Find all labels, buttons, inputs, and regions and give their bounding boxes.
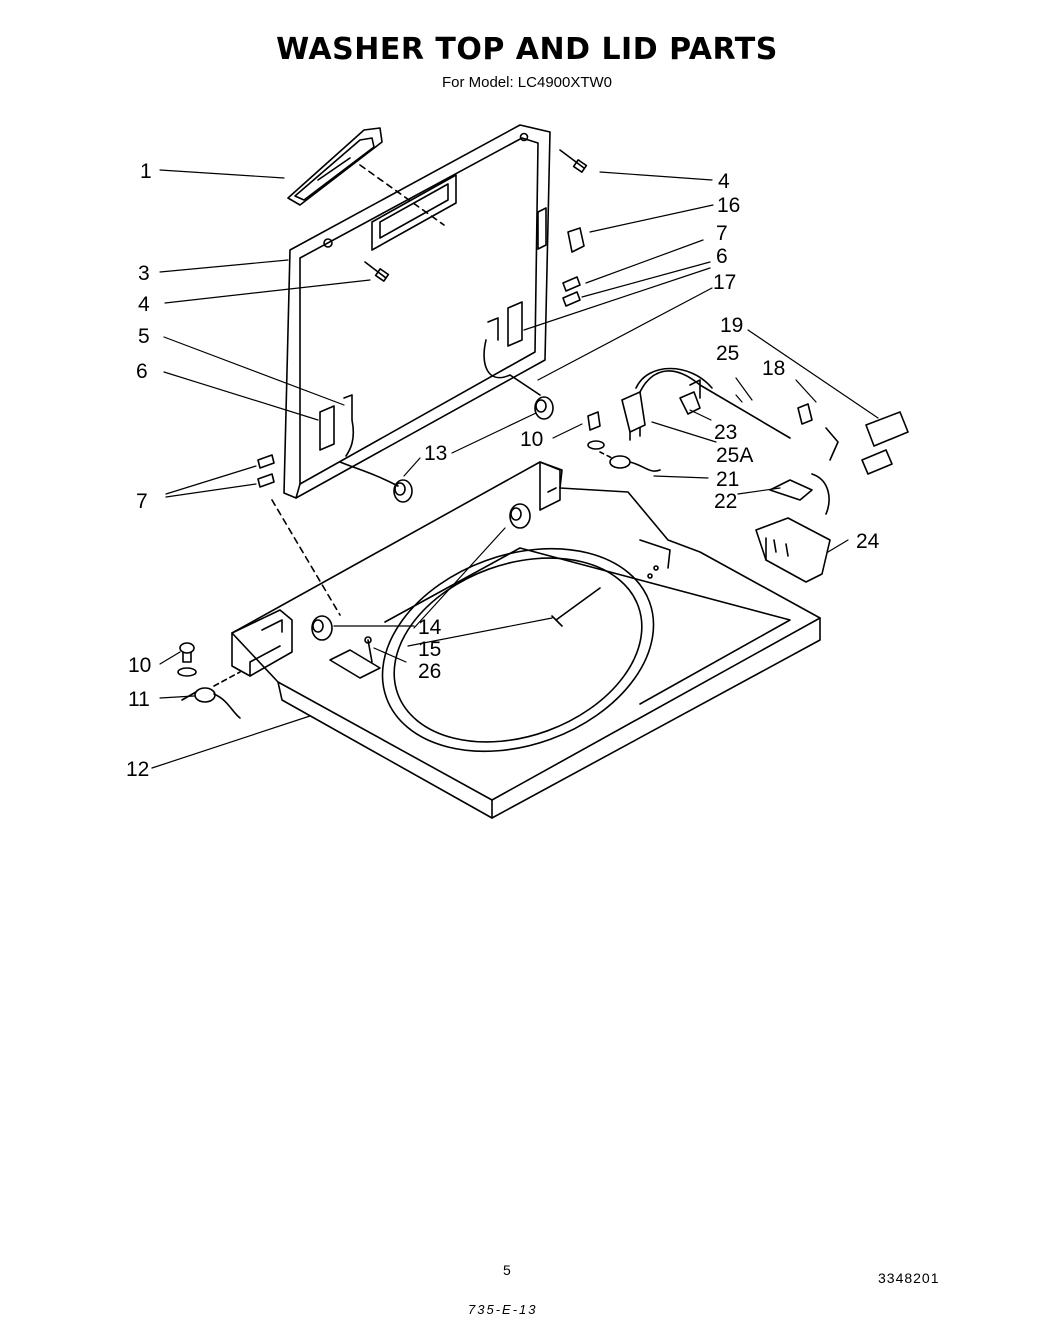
callout-4-top: 4 (718, 170, 730, 193)
leader-lines (151, 169, 879, 769)
screw-4-lower (364, 261, 390, 282)
callout-25: 25 (716, 342, 739, 365)
callout-13: 13 (424, 442, 447, 465)
callout-21: 21 (716, 468, 739, 491)
washer-top (231, 461, 821, 819)
lid-switch-assembly (621, 367, 791, 441)
callout-3: 3 (138, 262, 150, 285)
callout-10-right: 10 (520, 428, 543, 451)
callout-24: 24 (856, 530, 880, 553)
callout-6-right: 6 (716, 245, 728, 268)
callout-14: 14 (418, 616, 442, 639)
callout-labels: 1 4 16 7 6 3 17 4 19 5 25 18 6 23 10 13 … (126, 160, 880, 781)
bumper-13-left (393, 479, 413, 503)
bumper-14 (311, 503, 531, 641)
screw-15 (551, 587, 601, 627)
hinge-guide-line (271, 499, 341, 616)
callout-5: 5 (138, 325, 150, 348)
lid-frame (283, 124, 551, 499)
screws-7-6-right (562, 276, 581, 307)
callout-12: 12 (126, 758, 149, 781)
page-number: 5 (503, 1262, 511, 1278)
callout-6-left: 6 (136, 360, 148, 383)
screw-4-upper (559, 149, 588, 173)
callout-7-right: 7 (716, 222, 728, 245)
callout-26: 26 (418, 660, 441, 683)
pin-26 (364, 636, 373, 663)
callout-22: 22 (714, 490, 737, 513)
callout-25a: 25A (716, 444, 753, 467)
callout-4-left: 4 (138, 293, 150, 316)
callout-15: 15 (418, 638, 441, 661)
callout-11: 11 (128, 688, 150, 711)
handwritten-note: 735-E-13 (468, 1302, 538, 1317)
hinge-plate-left (319, 394, 399, 487)
callout-16: 16 (717, 194, 740, 217)
callout-23: 23 (714, 421, 737, 444)
page-title: WASHER TOP AND LID PARTS (276, 32, 778, 67)
clip-16 (537, 207, 585, 253)
callout-17: 17 (713, 271, 736, 294)
callout-18: 18 (762, 357, 785, 380)
callout-19: 19 (720, 314, 743, 337)
callout-10-left: 10 (128, 654, 151, 677)
lid-handle (287, 127, 445, 226)
bracket-22 (769, 473, 830, 515)
clip-18 (797, 403, 839, 461)
callout-1: 1 (140, 160, 152, 183)
screws-7-left (257, 454, 275, 488)
hinge-plate-right (483, 301, 541, 396)
model-subtitle: For Model: LC4900XTW0 (441, 74, 613, 91)
switch-cover-24 (755, 517, 831, 583)
callout-7-left: 7 (136, 490, 148, 513)
grommet-10-left (177, 642, 197, 677)
spring-11 (181, 671, 241, 719)
bumper-13-right (534, 396, 554, 420)
connector-19 (861, 411, 909, 475)
grommet-10-right (587, 411, 605, 450)
document-number: 3348201 (878, 1270, 940, 1286)
spring-21 (599, 451, 661, 472)
